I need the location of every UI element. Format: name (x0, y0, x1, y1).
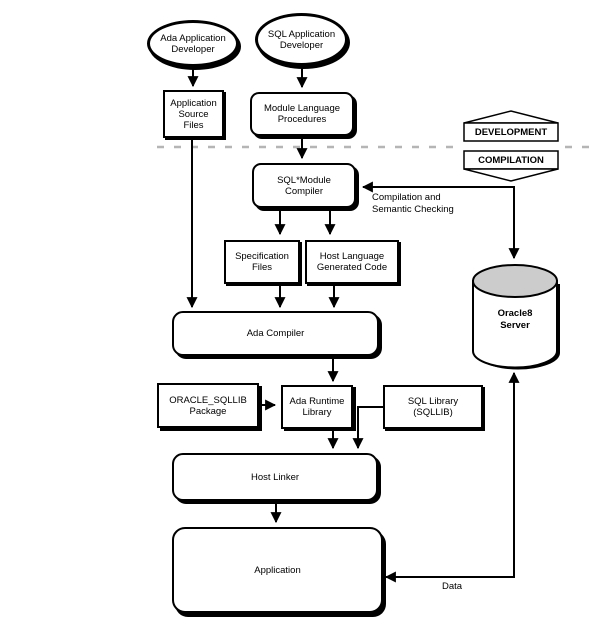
node-ada-application-developer: Ada Application Developer (147, 20, 239, 67)
compilation-badge-shape (463, 150, 559, 182)
node-sql-application-developer: SQL Application Developer (255, 13, 348, 66)
node-ada-runtime-library: Ada Runtime Library (281, 385, 353, 429)
cylinder-body (472, 280, 558, 369)
development-badge-label: DEVELOPMENT (474, 126, 548, 138)
node-specification-files: Specification Files (224, 240, 300, 284)
edge-label-compilation-semantic-checking: Compilation and Semantic Checking (372, 192, 454, 215)
node-sql-module-compiler: SQL*Module Compiler (252, 163, 356, 208)
node-host-language-generated-code: Host Language Generated Code (305, 240, 399, 284)
node-oracle8-server-label: Oracle8 Server (497, 308, 533, 331)
node-ada-compiler: Ada Compiler (172, 311, 379, 356)
arrow-compiler-oracle8-bidirectional (361, 181, 520, 260)
node-application-source-files: Application Source Files (163, 90, 224, 138)
cylinder-top (472, 264, 558, 298)
node-host-linker: Host Linker (172, 453, 378, 501)
compilation-badge-label: COMPILATION (478, 154, 544, 166)
arrow-sql-library-to-host-linker (352, 406, 383, 450)
oracle8-server-cylinder (472, 264, 560, 370)
node-sql-library-sqllib: SQL Library (SQLLIB) (383, 385, 483, 429)
edge-label-data: Data (441, 581, 463, 592)
node-oracle-sqllib-package: ORACLE_SQLLIB Package (157, 383, 259, 428)
arrow-application-oracle8-data (384, 371, 520, 583)
node-application: Application (172, 527, 383, 613)
node-module-language-procedures: Module Language Procedures (250, 92, 354, 136)
development-badge-shape (461, 110, 561, 152)
